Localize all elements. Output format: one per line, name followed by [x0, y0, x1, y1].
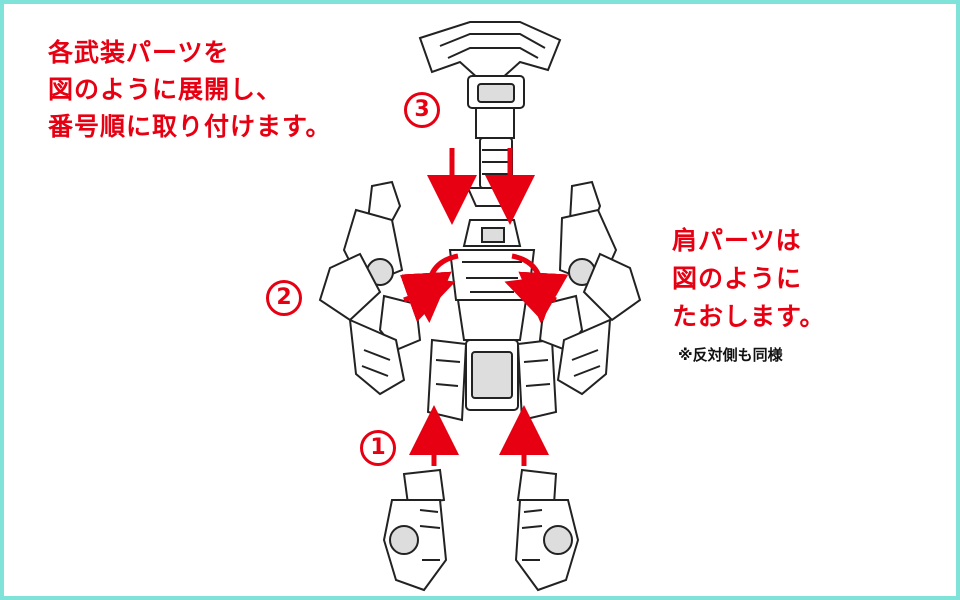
arrow-arm-right — [504, 274, 560, 322]
shoulder-line: たおします。 — [672, 302, 826, 331]
shoulder-line: 肩パーツは — [672, 226, 802, 255]
shoulder-line: 図のように — [672, 264, 803, 293]
instruction-line: 番号順に取り付けます。 — [48, 112, 332, 141]
right-leg-part — [514, 468, 580, 592]
step-3-marker: 3 — [404, 92, 440, 128]
shoulder-instructions: 肩パーツは 図のように たおします。 — [672, 222, 892, 336]
step-1-marker: 1 — [360, 430, 396, 466]
top-weapon-part — [418, 21, 562, 207]
right-arm-part — [538, 180, 642, 396]
left-arm-part — [318, 180, 422, 396]
robot-body — [426, 219, 558, 422]
instruction-line: 各武装パーツを — [48, 38, 230, 67]
arrow-arm-left — [400, 274, 456, 322]
step-2-marker: 2 — [266, 280, 302, 316]
assembly-instructions: 各武装パーツを 図のように展開し、 番号順に取り付けます。 — [48, 34, 408, 145]
instruction-line: 図のように展開し、 — [48, 75, 283, 104]
left-leg-part — [382, 468, 448, 592]
footnote: ※反対側も同様 — [678, 346, 783, 364]
